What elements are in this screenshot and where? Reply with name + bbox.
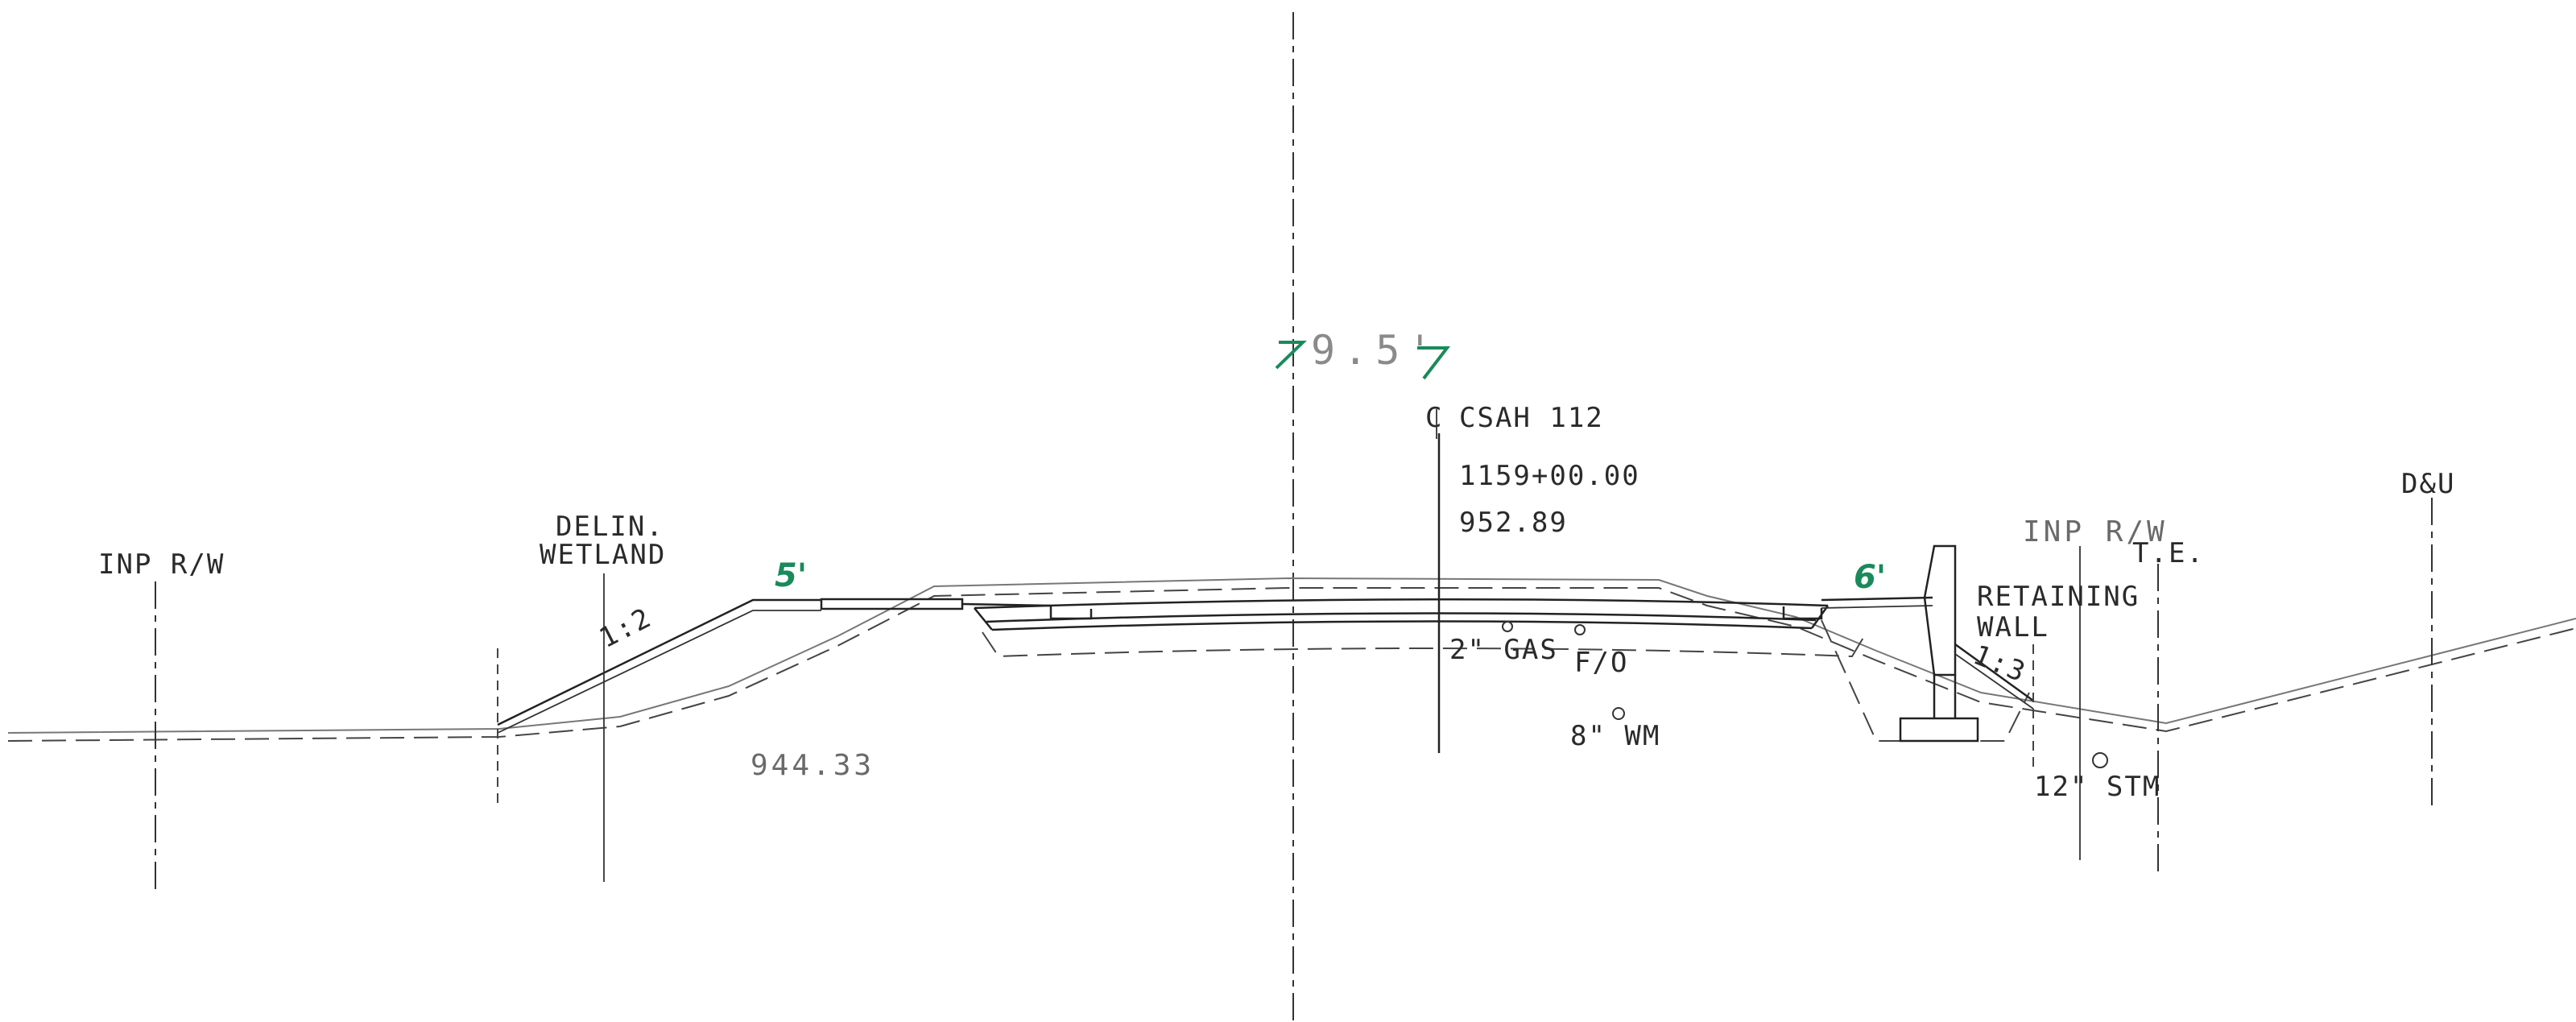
water-main-label: 8" WM <box>1570 720 1660 752</box>
reference-lines <box>155 433 2433 890</box>
storm-label: 12" STM <box>2034 771 2160 803</box>
dimension-top-label: 9.5' <box>1311 327 1440 374</box>
proposed-section <box>497 544 2034 743</box>
utilities <box>1502 621 2108 768</box>
left-arrow-markup <box>1275 341 1307 370</box>
fiber-optic-icon <box>1574 624 1586 635</box>
existing-ground <box>7 577 2576 742</box>
station-label: 1159+00.00 <box>1459 460 1640 492</box>
inp-rw-right-label: INP R/W <box>2023 515 2168 548</box>
te-label: T.E. <box>2132 537 2205 569</box>
storm-pipe-icon <box>2092 752 2108 768</box>
wall-label: WALL <box>1977 611 2049 643</box>
road-name-label: CSAH 112 <box>1459 402 1604 434</box>
du-label: D&U <box>2401 468 2455 500</box>
retaining-label: RETAINING <box>1977 581 2140 613</box>
centerline-symbol: C <box>1425 402 1443 434</box>
right-arrow-markup <box>1417 346 1451 380</box>
water-main-icon <box>1612 707 1625 720</box>
gas-label: 2" GAS <box>1449 634 1558 666</box>
delin-label: DELIN. <box>556 511 664 543</box>
dim-left-note: 5' <box>775 557 807 594</box>
gas-pipe-icon <box>1502 621 1513 632</box>
inp-rw-left-label: INP R/W <box>98 548 225 581</box>
dim-right-note: 6' <box>1854 559 1886 596</box>
wetland-label: WETLAND <box>540 539 666 571</box>
green-markups <box>1275 341 1451 380</box>
elevation-label: 952.89 <box>1459 507 1568 539</box>
slope-right-label: 1:3 <box>1969 639 2031 689</box>
fiber-label: F/O <box>1574 647 1628 679</box>
offset-left-label: 944.33 <box>750 749 875 782</box>
